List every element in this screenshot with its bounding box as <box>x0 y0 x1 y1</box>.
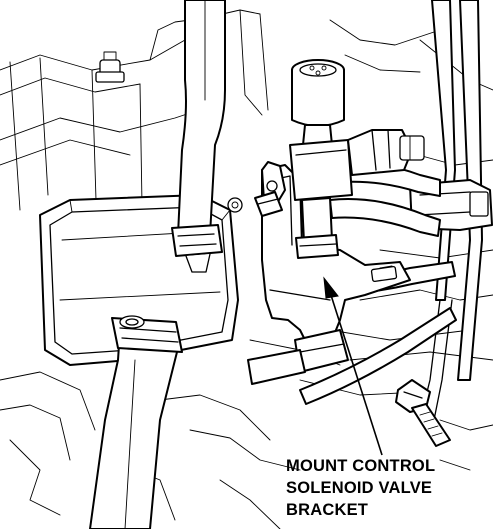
callout-label: MOUNT CONTROL SOLENOID VALVE BRACKET <box>286 455 486 521</box>
callout-line-1: MOUNT CONTROL <box>286 457 436 475</box>
upper-hose <box>171 0 226 273</box>
mount-control-bracket <box>227 161 411 385</box>
callout-line-2: SOLENOID VALVE <box>286 479 433 497</box>
solenoid-valve <box>289 59 425 259</box>
lower-hose <box>89 315 183 529</box>
bottom-right-bolt <box>395 379 451 447</box>
callout-leader-line <box>323 276 383 456</box>
callout-line-3: BRACKET <box>286 501 369 519</box>
right-pipes <box>409 0 493 421</box>
